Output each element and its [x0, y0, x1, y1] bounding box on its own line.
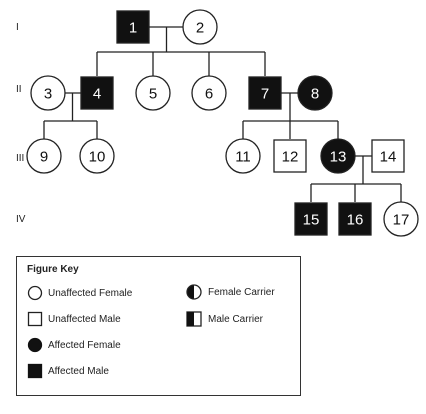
figure-key: Figure Key Unaffected Female Unaffected … — [16, 256, 301, 396]
individual-number: 9 — [40, 149, 48, 166]
unaffected-female-symbol — [135, 75, 171, 111]
individual-number: 14 — [380, 149, 397, 166]
unaffected-male-symbol — [371, 139, 405, 173]
individual-number: 16 — [347, 212, 364, 229]
affected-male-symbol — [116, 10, 150, 44]
individual-number: 13 — [330, 149, 347, 166]
affected-male-symbol — [248, 76, 282, 110]
individual-number: 3 — [44, 86, 52, 103]
open-circle-icon — [27, 285, 43, 301]
individual-number: 11 — [235, 149, 251, 166]
individual-14: 14 — [371, 139, 405, 173]
individual-16: 16 — [338, 202, 372, 236]
relationship-lines — [43, 26, 402, 202]
individual-number: 8 — [311, 86, 319, 103]
unaffected-male-symbol — [273, 139, 307, 173]
affected-male-symbol — [338, 202, 372, 236]
key-label: Unaffected Male — [48, 313, 121, 325]
generation-label: IV — [16, 214, 26, 225]
unaffected-female-symbol — [26, 138, 62, 174]
affected-male-symbol — [294, 202, 328, 236]
generation-label: III — [16, 153, 24, 164]
individual-number: 6 — [205, 86, 213, 103]
individual-5: 5 — [135, 75, 171, 111]
unaffected-female-symbol — [225, 138, 261, 174]
individual-15: 15 — [294, 202, 328, 236]
key-label: Affected Male — [48, 365, 109, 377]
individual-number: 15 — [303, 212, 320, 229]
unaffected-female-symbol — [79, 138, 115, 174]
individual-10: 10 — [79, 138, 115, 174]
affected-female-symbol — [320, 138, 356, 174]
generation-label: I — [16, 22, 19, 33]
key-item-affected-female: Affected Female — [27, 337, 121, 353]
key-label: Male Carrier — [208, 313, 264, 325]
filled-circle-icon — [27, 337, 43, 353]
key-item-affected-male: Affected Male — [27, 363, 109, 379]
key-label: Affected Female — [48, 339, 121, 351]
individual-17: 17 — [383, 201, 419, 237]
individual-number: 7 — [261, 86, 269, 103]
generation-label: II — [16, 84, 22, 95]
individual-1: 1 — [116, 10, 150, 44]
individual-9: 9 — [26, 138, 62, 174]
key-label: Unaffected Female — [48, 287, 133, 299]
individual-11: 11 — [225, 138, 261, 174]
individual-number: 17 — [393, 212, 410, 229]
individual-4: 4 — [80, 76, 114, 110]
individual-number: 10 — [89, 149, 106, 166]
affected-male-symbol — [80, 76, 114, 110]
individual-8: 8 — [297, 75, 333, 111]
filled-square-icon — [27, 363, 43, 379]
unaffected-female-symbol — [383, 201, 419, 237]
key-item-unaffected-female: Unaffected Female — [27, 285, 132, 301]
unaffected-female-symbol — [30, 75, 66, 111]
half-square-icon — [186, 311, 202, 327]
individual-2: 2 — [182, 9, 218, 45]
individual-number: 4 — [93, 86, 101, 103]
key-label: Female Carrier — [208, 286, 275, 298]
individual-number: 2 — [196, 20, 204, 37]
key-item-male-carrier: Male Carrier — [185, 310, 263, 328]
individual-number: 12 — [282, 149, 299, 166]
unaffected-female-symbol — [182, 9, 218, 45]
open-square-icon — [27, 311, 43, 327]
individual-6: 6 — [191, 75, 227, 111]
individual-3: 3 — [30, 75, 66, 111]
individual-number: 1 — [129, 20, 137, 37]
figure-key-title: Figure Key — [27, 264, 79, 275]
unaffected-female-symbol — [191, 75, 227, 111]
affected-female-symbol — [297, 75, 333, 111]
key-item-female-carrier: Female Carrier — [185, 283, 275, 301]
individual-12: 12 — [273, 139, 307, 173]
half-circle-icon — [186, 284, 202, 300]
individual-number: 5 — [149, 86, 157, 103]
individual-7: 7 — [248, 76, 282, 110]
key-item-unaffected-male: Unaffected Male — [27, 311, 121, 327]
individual-13: 13 — [320, 138, 356, 174]
